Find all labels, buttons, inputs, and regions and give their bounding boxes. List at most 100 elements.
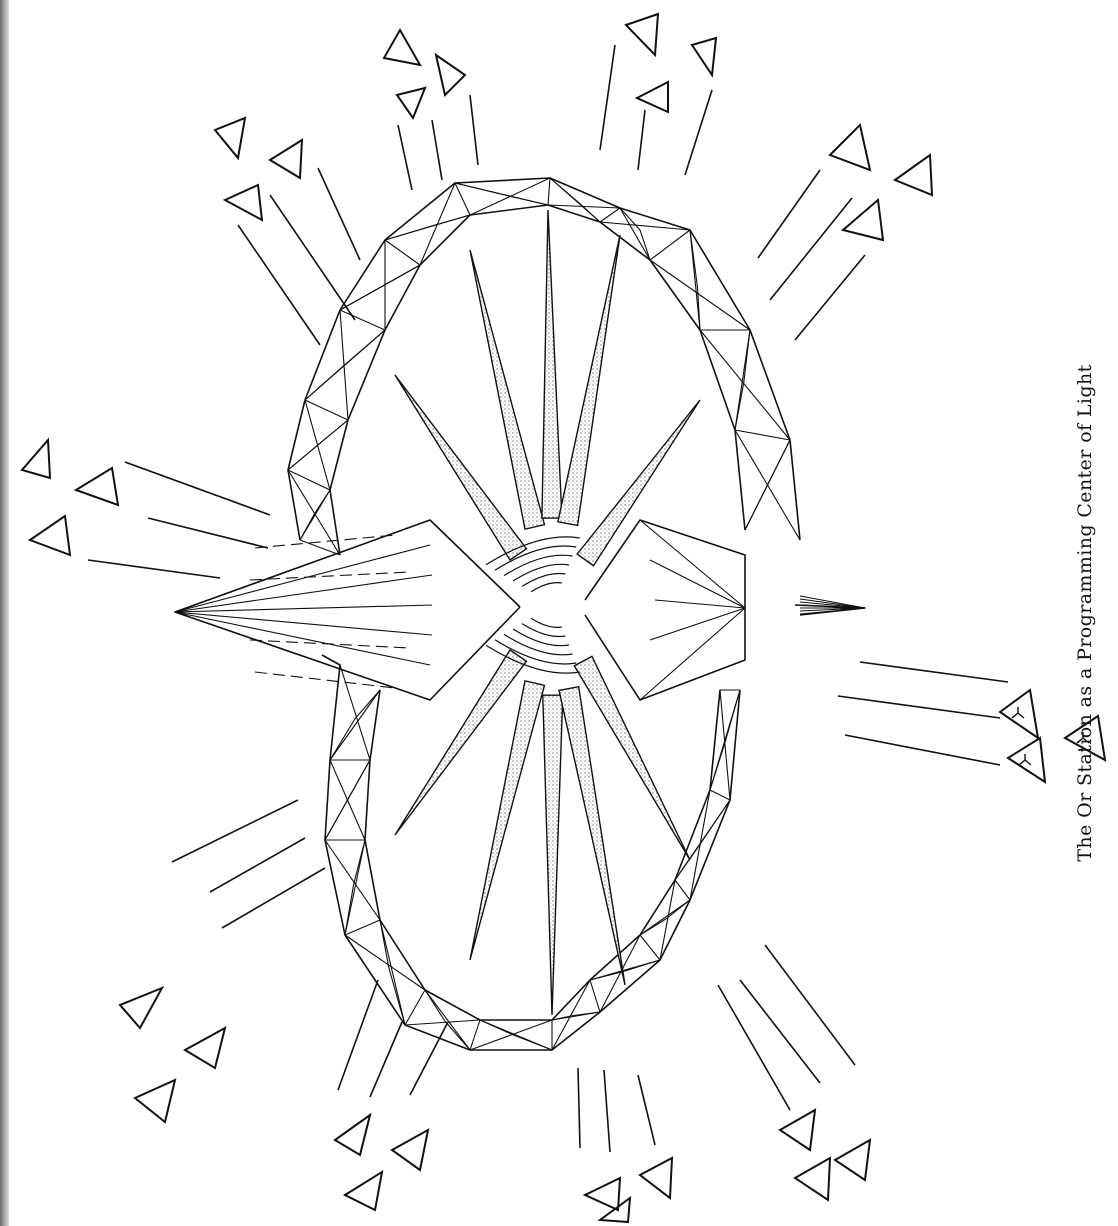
lattice-strut (470, 1020, 480, 1050)
light-beam (578, 1068, 580, 1148)
light-triangle-icon (830, 125, 870, 170)
light-beam (600, 45, 615, 150)
lattice-strut (345, 330, 386, 365)
lattice-strut (720, 690, 730, 800)
light-triangle-icon (585, 1178, 620, 1210)
cone-ray (640, 608, 745, 700)
lattice-strut (345, 884, 354, 935)
light-triangle-icon (225, 185, 262, 220)
lattice-strut (690, 230, 698, 288)
field-arc (522, 624, 565, 637)
hub-spoke (558, 235, 620, 525)
cone-ray (650, 608, 745, 640)
lattice-strut (768, 440, 791, 485)
lattice-strut (744, 330, 750, 383)
light-triangle-icon (335, 1115, 370, 1155)
lattice-strut (735, 383, 744, 431)
lattice-strut (405, 1020, 480, 1025)
light-triangle-icon (270, 140, 302, 178)
light-beam (845, 735, 1000, 765)
light-triangle-icon (397, 88, 425, 118)
lattice-strut (600, 935, 640, 1012)
lattice-strut (405, 990, 425, 1025)
light-triangle-icon (392, 1130, 428, 1170)
light-beam (638, 1075, 655, 1145)
light-triangle-icon (22, 440, 50, 478)
lattice-strut (340, 310, 385, 330)
light-triangle-icon (843, 200, 883, 240)
light-triangle-icon (692, 38, 716, 75)
light-beam (432, 120, 442, 180)
hub-spoke (470, 681, 544, 960)
lattice-strut (745, 485, 768, 530)
field-arc (522, 573, 565, 586)
lattice-strut (650, 230, 690, 260)
light-beam (470, 95, 478, 165)
field-arc (531, 583, 562, 592)
light-beam (718, 985, 790, 1110)
light-triangle-icon (780, 1110, 815, 1150)
lattice-strut (315, 490, 331, 514)
light-beam (765, 945, 855, 1065)
lattice-strut (340, 665, 370, 760)
light-triangle-icon (345, 1172, 382, 1210)
cone-ray (175, 612, 430, 665)
hub-core-right (585, 520, 745, 700)
light-triangle-icon (436, 55, 465, 95)
figure-caption: The Or Station as a Programming Center o… (1074, 364, 1096, 861)
lattice-strut (480, 1020, 514, 1035)
light-beam (795, 255, 865, 340)
lattice-strut (735, 430, 790, 440)
lattice-strut (640, 919, 666, 935)
lattice-strut (548, 178, 550, 205)
hub-core-left (175, 520, 520, 700)
light-beam (370, 1022, 402, 1097)
lattice-strut (455, 183, 470, 215)
light-beam (860, 662, 1008, 682)
light-triangle-icon (215, 118, 245, 158)
light-triangle-icon (640, 1158, 672, 1198)
light-beam (88, 560, 220, 578)
lattice-strut (389, 968, 405, 1026)
light-triangle-icon (626, 14, 658, 55)
triangle-glyph (1012, 707, 1024, 718)
hub-spoke (542, 210, 562, 518)
lattice-strut (600, 208, 620, 222)
lattice-strut (700, 330, 790, 440)
field-arc (504, 634, 573, 654)
light-beam (270, 195, 355, 320)
cone-ray (175, 612, 432, 635)
lattice-strut (300, 514, 315, 540)
lattice-strut (345, 840, 365, 935)
lattice-strut (325, 800, 348, 840)
cone-dashed-ray (255, 535, 395, 548)
or-station (175, 178, 865, 1050)
light-beam (148, 518, 268, 548)
field-arc (504, 555, 573, 575)
hub-spoke (470, 250, 544, 529)
lattice-strut (354, 840, 365, 884)
light-triangle-icon (600, 1198, 630, 1222)
light-beam (685, 90, 712, 175)
lattice-strut (514, 1035, 553, 1050)
field-arc (513, 629, 569, 646)
light-beam (318, 168, 360, 260)
lattice-strut (385, 226, 433, 240)
lattice-strut (590, 980, 600, 1012)
light-beam (238, 225, 320, 345)
light-triangle-icon (30, 516, 70, 555)
light-triangle-icon (795, 1158, 830, 1200)
field-arc (513, 564, 569, 581)
hub-spoke (577, 400, 700, 566)
light-triangle-icon (120, 988, 162, 1028)
ring-lattice (288, 178, 800, 1050)
light-triangle-icon (637, 82, 668, 112)
light-beam (638, 110, 645, 170)
light-beam (758, 170, 820, 258)
lattice-strut (710, 790, 730, 800)
lattice-strut (305, 400, 348, 420)
light-beam (210, 838, 305, 892)
lattice-strut (345, 920, 380, 935)
light-triangle-icon (135, 1080, 175, 1122)
